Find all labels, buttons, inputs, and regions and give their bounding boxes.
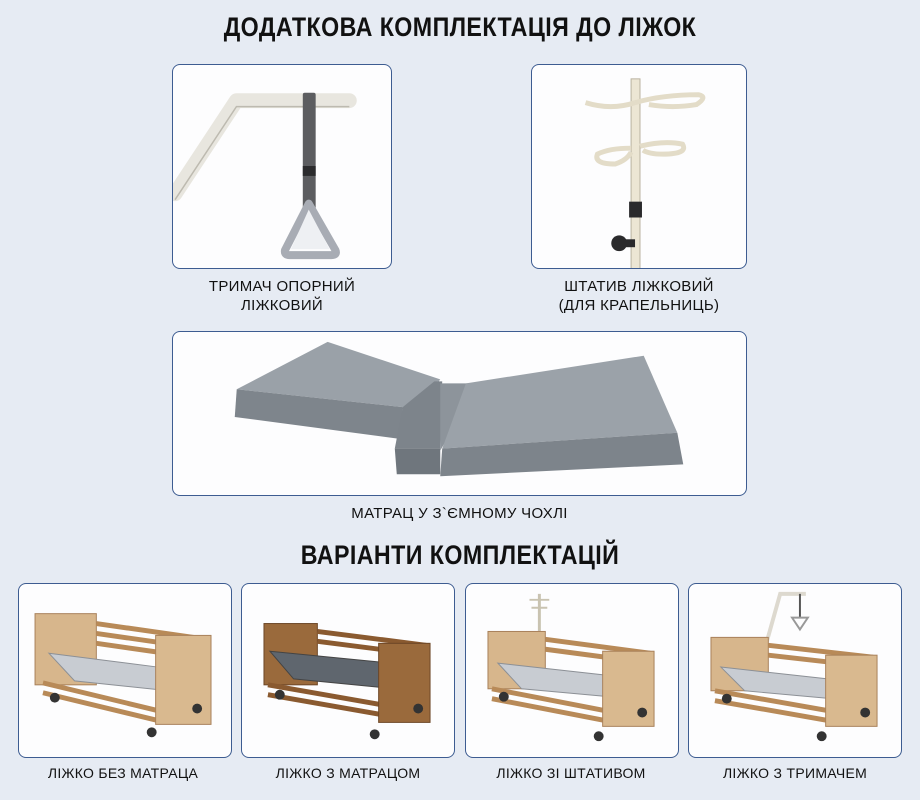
bed-with-trapeze-caption: ЛІЖКО З ТРИМАЧЕМ [722,765,868,781]
trapeze-caption-line-1: ТРИМАЧ ОПОРНИЙ [208,278,356,295]
bed-with-stand-caption: ЛІЖКО ЗІ ШТАТИВОМ [496,765,646,781]
accessories-title: ДОДАТКОВА КОМПЛЕКТАЦІЯ ДО ЛІЖОК [223,12,697,42]
trapeze-image [172,64,392,269]
iv-stand-image [531,64,747,269]
iv-stand-caption: ШТАТИВ ЛІЖКОВИЙ (ДЛЯ КРАПЕЛЬНИЦЬ) [531,277,747,315]
bed-icon [710,591,878,742]
bed-with-stand-image [465,583,679,758]
iv-stand-icon [584,78,706,268]
bed-with-mattress-caption: ЛІЖКО З МАТРАЦОМ [275,765,421,781]
trapeze-caption: ТРИМАЧ ОПОРНИЙ ЛІЖКОВИЙ [172,277,392,315]
mattress-caption: МАТРАЦ У З`ЄМНОМУ ЧОХЛІ [172,504,747,523]
iv-stand-caption-line-2: (ДЛЯ КРАПЕЛЬНИЦЬ) [558,297,720,314]
bed-no-mattress-image [18,583,232,758]
bed-icon [487,593,655,742]
variants-title: ВАРІАНТИ КОМПЛЕКТАЦІЙ [300,540,620,570]
trapeze-icon [173,92,357,260]
trapeze-caption-line-2: ЛІЖКОВИЙ [240,297,324,314]
bed-with-trapeze-image [688,583,902,758]
mattress-image [172,331,747,496]
iv-stand-caption-line-1: ШТАТИВ ЛІЖКОВИЙ [564,278,714,295]
bed-icon [263,623,431,740]
bed-no-mattress-caption: ЛІЖКО БЕЗ МАТРАЦА [47,765,199,781]
mattress-caption-line-1: МАТРАЦ У З`ЄМНОМУ ЧОХЛІ [351,505,568,522]
mattress-icon [234,341,684,477]
bed-icon [34,613,212,738]
bed-with-mattress-image [241,583,455,758]
